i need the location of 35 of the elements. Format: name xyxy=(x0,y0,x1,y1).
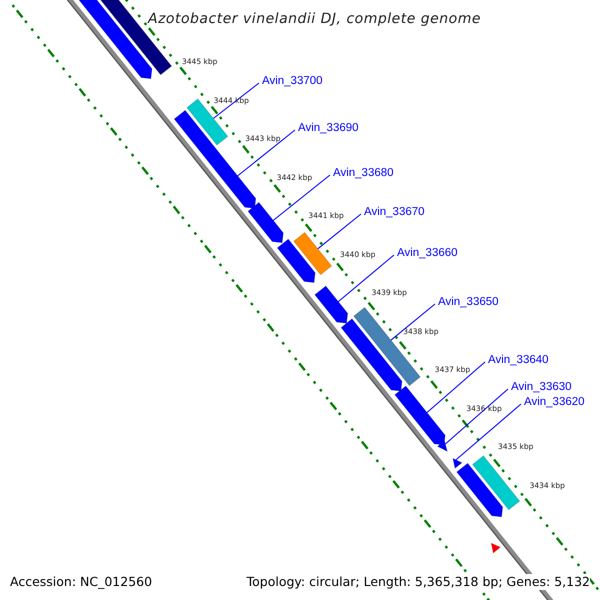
gene-triangle xyxy=(490,542,501,554)
gene-label: Avin_33630 xyxy=(511,380,572,394)
gene-label: Avin_33670 xyxy=(364,205,425,219)
gene-block xyxy=(394,386,446,446)
leader-line xyxy=(426,362,486,414)
leader-line xyxy=(444,388,508,444)
gene-block xyxy=(456,462,504,518)
gene-block xyxy=(276,238,316,283)
leader-line xyxy=(237,130,296,176)
footer-text: Accession: NC_012560 xyxy=(10,574,152,590)
gene-block xyxy=(198,141,256,209)
title: Azotobacter vinelandii DJ, complete genome xyxy=(148,10,481,29)
gene-triangle xyxy=(452,458,463,469)
gene-bar xyxy=(353,306,421,386)
gene-block xyxy=(340,318,402,392)
gene-bar xyxy=(472,455,520,510)
gene-label: Avin_33650 xyxy=(438,295,499,309)
gene-bar xyxy=(293,232,332,276)
leader-line xyxy=(390,304,436,341)
gene-triangle xyxy=(436,440,448,452)
gene-label: Avin_33620 xyxy=(524,395,585,409)
gene-block xyxy=(174,110,211,152)
gene-label: Avin_33660 xyxy=(397,246,458,260)
leader-line xyxy=(455,404,522,460)
leader-line xyxy=(272,174,330,221)
leader-line xyxy=(317,214,362,250)
leader-line xyxy=(338,254,394,302)
gene-block xyxy=(314,286,348,324)
gene-label: Avin_33640 xyxy=(488,353,549,367)
footer-text: Topology: circular; Length: 5,365,318 bp; Genes: 5,132 xyxy=(246,574,590,590)
gene-label: Avin_33680 xyxy=(333,166,394,180)
gene-label: Avin_33690 xyxy=(298,121,359,135)
gene-label: Avin_33700 xyxy=(262,74,323,88)
leader-line xyxy=(212,82,260,119)
gene-block xyxy=(248,202,284,244)
